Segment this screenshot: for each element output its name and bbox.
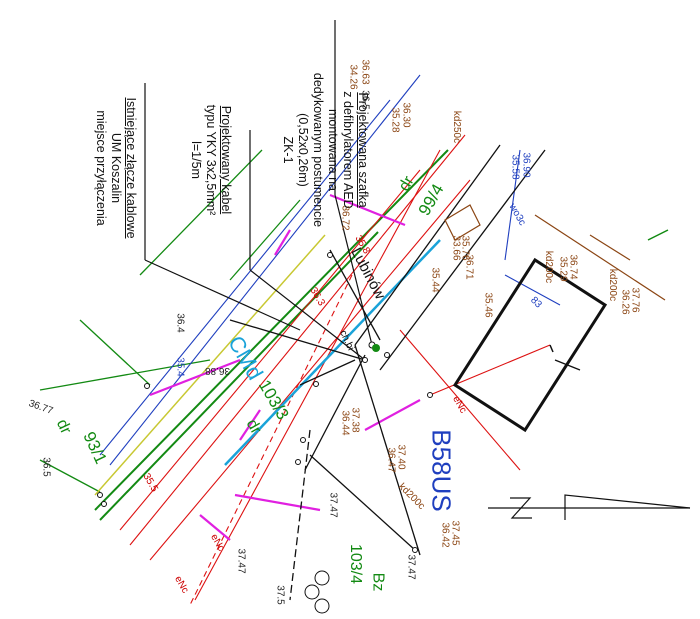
cable-note-type: typu YKY 3x2,5mm²	[204, 104, 218, 216]
green-lines	[39, 149, 669, 521]
elevation-label: 37.5	[274, 585, 286, 605]
b58us-label: B58US	[426, 429, 457, 512]
elevation-label: 36.5	[359, 90, 371, 110]
elevation-label: 35.44	[429, 267, 441, 293]
elevation-label: 35.28	[389, 107, 401, 133]
elevation-label: 36.71	[463, 254, 475, 280]
cable-note: Projektowany kabel typu YKY 3x2,5mm² l=1…	[187, 85, 233, 235]
elevation-label: 35.29	[557, 256, 569, 282]
elevation-label: 35.58	[509, 154, 521, 180]
elevation-label: 34.26	[347, 64, 359, 90]
elevation-label: 37.45	[449, 520, 461, 546]
cable-note-length: l=1/5m	[189, 141, 203, 179]
land-use-label-bz: Bz	[369, 572, 387, 592]
elevation-label: 37.47	[327, 492, 339, 518]
cable-note-title: Projektowany kabel	[219, 105, 233, 215]
elevation-label: 36.30	[400, 102, 412, 128]
elevation-label: 36.26	[619, 289, 631, 315]
aed-note-line: montowana na	[326, 108, 340, 191]
elevation-label: 36.63	[359, 59, 371, 85]
elevation-label: 36.42	[439, 522, 451, 548]
elevation-label: 35.4	[174, 357, 186, 377]
elevation-label: 37.76	[629, 287, 641, 313]
parcel-label-103-4: 103/4	[347, 543, 365, 585]
elevation-label: 33.66	[450, 235, 462, 261]
elevation-label: 36.44	[339, 410, 351, 436]
elevation-label: 36.4	[174, 313, 186, 333]
survey-points	[97, 252, 433, 553]
building-outline	[444, 204, 666, 301]
elevation-label: 36.47	[385, 447, 397, 473]
projected-area-rectangle	[452, 257, 608, 433]
elevation-label: kd250c	[451, 110, 463, 144]
elevation-label: 37.40	[395, 444, 407, 470]
aed-note-line: (0,52x0,26m)	[296, 113, 310, 187]
elevation-label: 35.46	[482, 292, 494, 318]
blue-lines	[99, 74, 561, 466]
elevation-label: 36.5	[40, 457, 52, 477]
aed-note-line: ZK-1	[281, 136, 295, 164]
leader-lines	[144, 20, 373, 361]
elevation-label: 36.90	[520, 152, 532, 178]
elevation-label: kd200c	[607, 268, 619, 302]
north-arrow-icon	[488, 494, 691, 520]
green-marker-icon	[372, 344, 380, 352]
black-lines	[229, 144, 581, 601]
elevation-label: 37.47	[235, 548, 247, 574]
joint-note-location: miejsce przyłączenia	[94, 110, 108, 226]
elevation-label: 37.47	[405, 554, 417, 580]
elevation-label: 36.88	[205, 365, 231, 376]
elevation-label: 36.72	[339, 205, 351, 231]
cable-joint-note: Istniejące złącze kablowe UM Koszalin mi…	[92, 83, 138, 253]
joint-note-owner: UM Koszalin	[109, 132, 123, 204]
joint-note-title: Istniejące złącze kablowe	[124, 97, 138, 239]
magenta-lines	[149, 193, 421, 541]
elevation-label: 36.74	[567, 254, 579, 280]
short-black-mark	[549, 344, 554, 353]
elevation-label: kd200c	[543, 250, 555, 284]
tree-symbols	[304, 570, 330, 614]
aed-note-line: dedykowanym postumencie	[311, 72, 325, 228]
red-lines	[119, 134, 551, 606]
yellow-line	[94, 234, 326, 496]
elevation-label: 37.38	[349, 407, 361, 433]
